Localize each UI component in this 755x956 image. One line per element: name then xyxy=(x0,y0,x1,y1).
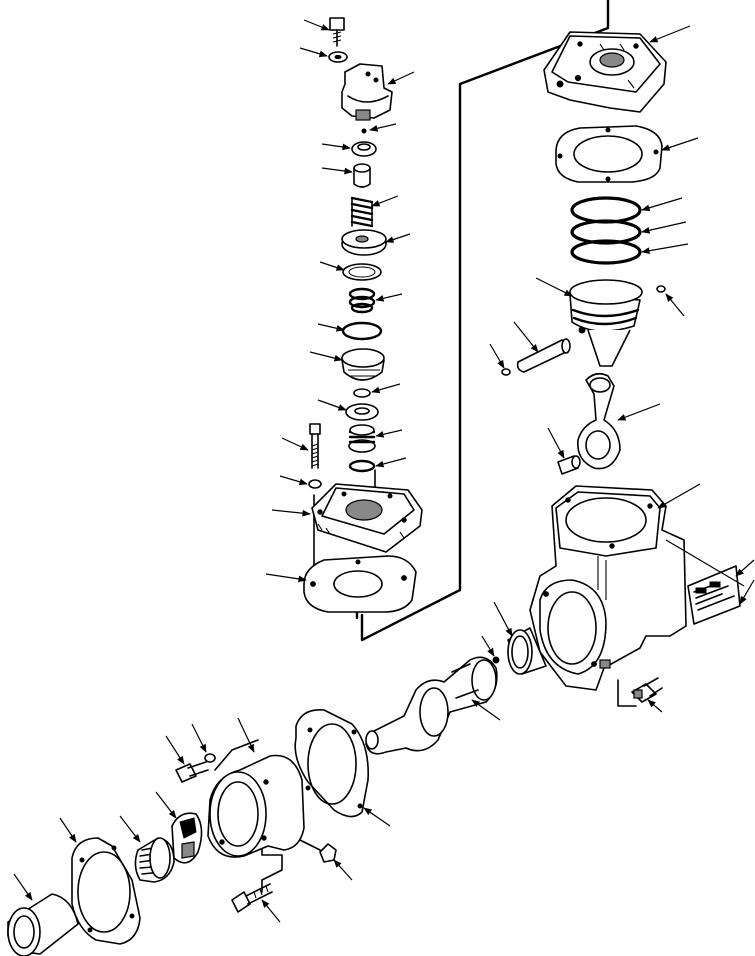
cap-screw-top xyxy=(329,17,345,47)
rod-bushing xyxy=(557,455,581,475)
crankshaft xyxy=(365,656,498,755)
thrust-plate xyxy=(171,812,203,864)
o-ring-1 xyxy=(341,321,383,341)
long-bolt xyxy=(309,423,321,469)
nut-lower xyxy=(319,843,337,863)
valve-ring-1 xyxy=(351,141,377,157)
cylinder-head-base xyxy=(311,483,423,553)
crankcase xyxy=(529,485,687,691)
end-cover-gasket xyxy=(294,709,369,818)
small-pin xyxy=(361,128,367,134)
o-ring-3 xyxy=(348,459,376,473)
valve-disc xyxy=(341,229,387,256)
valve-washer-3 xyxy=(345,403,379,421)
wrist-pin-clip xyxy=(501,368,511,376)
drive-sleeve xyxy=(7,893,79,956)
piston-ring-1 xyxy=(570,196,642,224)
bolt-lower xyxy=(231,883,273,913)
valve-seat-cup xyxy=(353,163,371,188)
wrist-pin xyxy=(516,338,571,373)
head-gasket xyxy=(555,125,663,183)
nameplate xyxy=(687,565,741,625)
piston-ring-2 xyxy=(570,219,642,245)
washer-top xyxy=(328,51,348,63)
base-gasket xyxy=(303,555,417,613)
leader-lines xyxy=(13,19,755,923)
cylinder-head-top xyxy=(543,31,667,113)
valve-washer-2 xyxy=(342,263,382,281)
piston-clip xyxy=(656,285,666,293)
bolt-washer xyxy=(308,479,322,489)
lock-washer-lower xyxy=(204,753,216,763)
valve-spring-3 xyxy=(348,424,376,453)
o-ring-2 xyxy=(353,388,371,398)
main-bearing xyxy=(507,627,547,675)
connecting-rod xyxy=(577,372,621,470)
breather-fitting xyxy=(631,677,663,703)
drive-gear xyxy=(134,837,175,883)
valve-head xyxy=(341,63,393,121)
ball-bearing xyxy=(492,656,500,664)
valve-spring xyxy=(350,196,374,228)
end-cover-housing xyxy=(207,754,305,858)
piston xyxy=(569,279,643,367)
drive-gasket xyxy=(71,837,141,945)
valve-dome-cap xyxy=(341,348,385,381)
piston-ring-3 xyxy=(570,239,642,265)
valve-spring-2 xyxy=(348,287,376,314)
cap-screw-lower xyxy=(175,761,209,783)
